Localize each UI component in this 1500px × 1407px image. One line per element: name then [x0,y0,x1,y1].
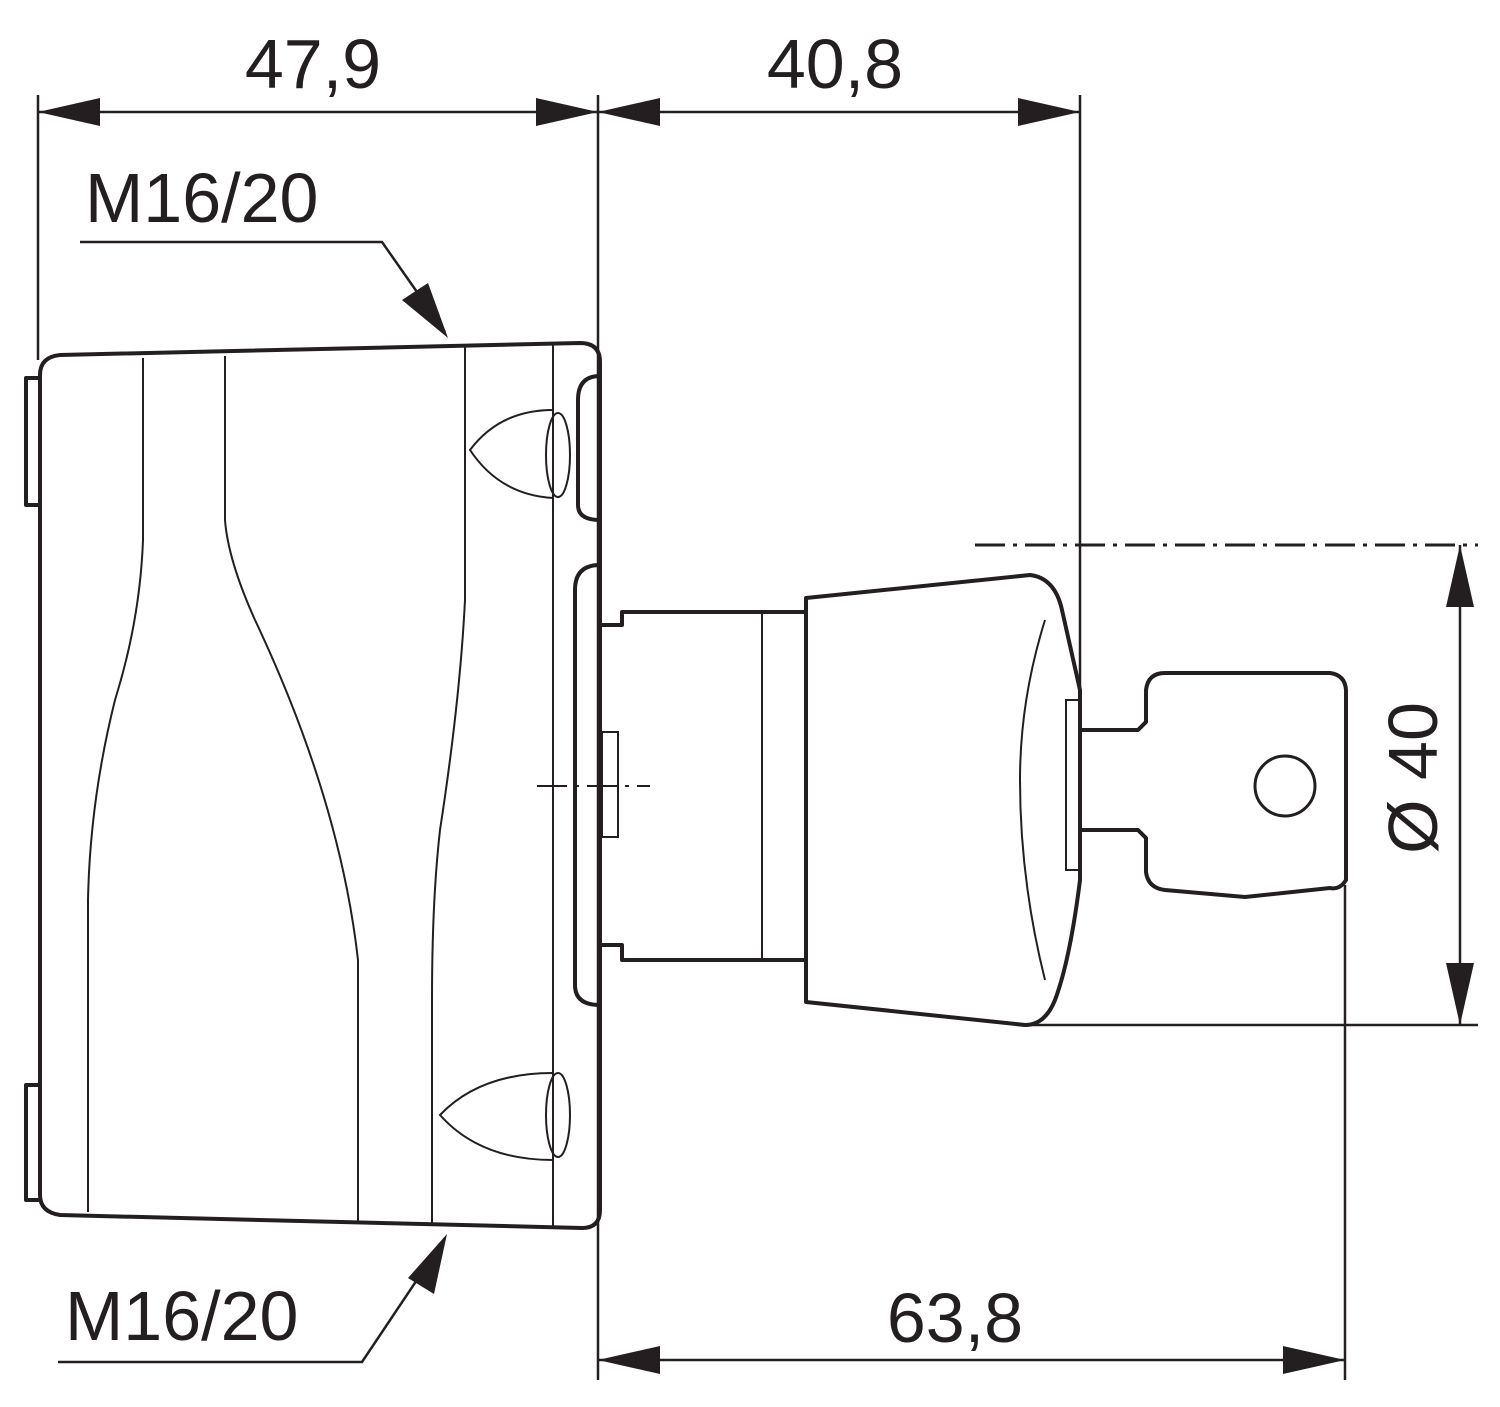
extension-lines [36,95,1478,1380]
callout-cable-entry-bottom: M16/20 [58,1234,447,1364]
dimension-overall-length: 63,8 [598,1279,1345,1374]
dimension-housing-width: 47,9 [38,25,598,126]
enclosure-housing [24,341,650,1230]
dimension-label-40-8: 40,8 [767,25,903,103]
dimension-actuator-length: 40,8 [598,25,1080,126]
dimension-label-diameter-40: Ø 40 [1374,702,1452,854]
key-switch-actuator [598,573,1082,1027]
dimension-diameter: Ø 40 [1374,545,1474,1025]
key [1078,671,1348,899]
callout-label-top: M16/20 [85,159,318,237]
callout-label-bottom: M16/20 [65,1277,298,1355]
dimension-label-63-8: 63,8 [887,1279,1023,1357]
callout-cable-entry-top: M16/20 [80,159,448,338]
dimension-label-47-9: 47,9 [245,25,381,103]
